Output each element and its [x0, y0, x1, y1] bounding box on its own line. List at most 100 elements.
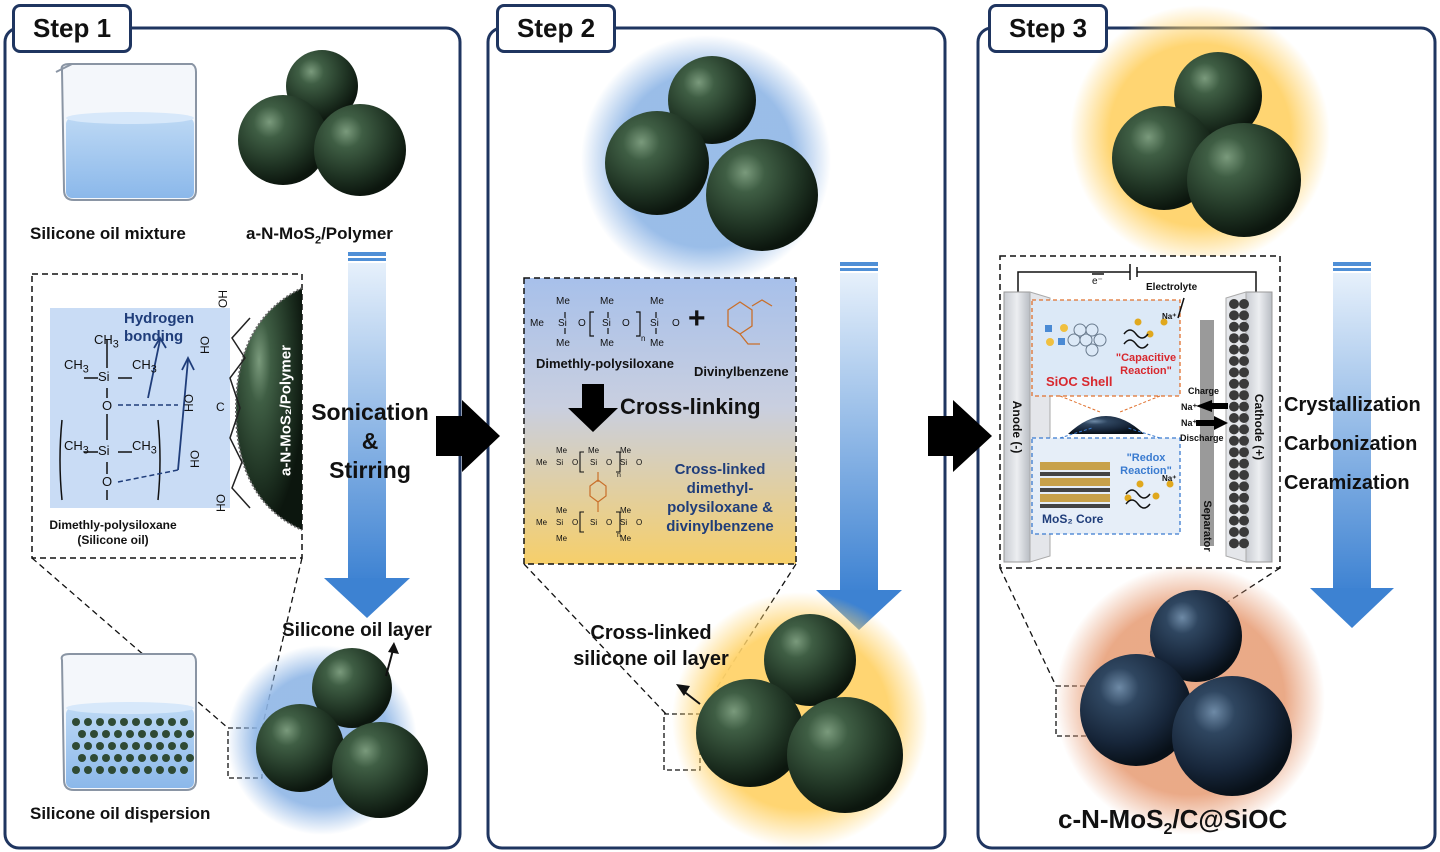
plus-sign: + [688, 302, 706, 335]
crosslinking-arrow [568, 384, 618, 432]
si-1: Si [558, 318, 567, 329]
mos2-layers-icon [1040, 462, 1110, 508]
chem-ho-3: HO [188, 450, 202, 468]
dispersed-particle [90, 730, 98, 738]
dispersed-particle [102, 754, 110, 762]
cathode-particle [1229, 356, 1239, 366]
arrow-step1-to-step2 [436, 400, 500, 472]
me-13: Me [620, 506, 632, 515]
o-6: O [636, 458, 643, 467]
me-16: Me [620, 534, 632, 543]
step3-tab: Step 3 [988, 4, 1109, 53]
na-label-2: Na⁺ [1162, 474, 1177, 483]
dispersed-particle [150, 754, 158, 762]
dispersed-particle [180, 742, 188, 750]
mixture-label: Silicone oil mixture [30, 224, 186, 243]
crosslinking-label: Cross-linking [620, 394, 761, 419]
discharge-arrow [1196, 416, 1228, 430]
dispersed-particle [162, 730, 170, 738]
n-1: n [641, 334, 646, 343]
anode-label: Anode (-) [1010, 400, 1024, 454]
dispersed-particle [180, 718, 188, 726]
cathode-particle [1229, 344, 1239, 355]
si-3: Si [650, 318, 659, 329]
cathode-particle [1229, 538, 1239, 549]
cathode-particle [1229, 527, 1239, 537]
cathode-particle [1239, 344, 1249, 355]
chem-ch3-right: CH3 [132, 357, 157, 376]
cathode-particle [1229, 310, 1239, 321]
particle-dome [1068, 416, 1144, 434]
oil-structure-bonds [59, 340, 161, 501]
me-5: Me [556, 338, 570, 349]
cathode-particle [1239, 504, 1249, 515]
me-8: Me [556, 446, 568, 455]
dispersed-particle [96, 742, 104, 750]
dispersed-particle [102, 730, 110, 738]
me-15: Me [556, 534, 568, 543]
polysiloxane-bonds [564, 311, 657, 337]
me-4: Me [650, 296, 664, 307]
o-4: O [572, 458, 579, 467]
cathode-particle [1239, 458, 1249, 469]
cathode-particle [1239, 299, 1249, 309]
dispersed-particle [108, 766, 116, 774]
me-12: Me [556, 506, 568, 515]
cathode-particle [1239, 390, 1249, 401]
o-5: O [606, 458, 613, 467]
cathode-particle [1239, 435, 1249, 446]
dispersed-particle [96, 718, 104, 726]
chem-ho-2: HO [182, 394, 196, 412]
me-1: Me [556, 296, 570, 307]
si-7: Si [556, 518, 564, 527]
dispersed-particle [114, 730, 122, 738]
polymer-spheres [238, 50, 406, 196]
dispersed-particle [120, 766, 128, 774]
si-8: Si [590, 518, 598, 527]
dispersed-particle [126, 754, 134, 762]
dispersed-particle [168, 718, 176, 726]
process-arrow-step1 [324, 252, 410, 618]
oil-structure-bg [50, 308, 230, 508]
sioc-lattice-icon [1067, 323, 1107, 357]
cathode-label: Cathode (+) [1252, 393, 1266, 461]
dispersed-particle [144, 718, 152, 726]
dispersed-particle [72, 718, 80, 726]
charge-arrow [1196, 400, 1228, 412]
si-5: Si [590, 458, 598, 467]
me-9: Me [588, 446, 600, 455]
chem-si-1: Si [98, 369, 110, 384]
sphere-surface-label: a-N-MoS₂/Polymer [277, 345, 295, 476]
cathode-particle [1229, 413, 1239, 423]
sioc-nodes [1045, 324, 1068, 346]
sonication-stirring-label: Sonication&Stirring [311, 399, 429, 483]
dispersed-particle [84, 718, 92, 726]
o-9: O [636, 518, 643, 527]
dispersed-particle [90, 754, 98, 762]
me-14: Me [536, 518, 548, 527]
coated-spheres-step2-top [581, 35, 831, 285]
crosslink-reaction-box [523, 277, 797, 565]
me-10: Me [620, 446, 632, 455]
o-1: O [578, 318, 586, 329]
dispersed-particle [174, 730, 182, 738]
electrolyte-label: Electrolyte [1146, 282, 1198, 293]
discharge-label: Discharge [1180, 433, 1224, 443]
cathode-particle [1229, 470, 1239, 480]
dispersed-particle [138, 730, 146, 738]
na-label-3: Na⁺ [1181, 402, 1198, 412]
crosslinked-structure [579, 451, 621, 533]
dispersed-particle [114, 754, 122, 762]
chem-c-1: C [216, 400, 225, 414]
cathode-particle [1229, 435, 1239, 446]
coated-spheres-step3-top [1070, 5, 1330, 265]
cathode-particle [1229, 424, 1239, 435]
dispersed-particle [156, 742, 164, 750]
cathode-particle [1229, 299, 1239, 309]
divinylbenzene-structure [727, 299, 773, 345]
chem-o-2: O [102, 474, 113, 489]
cathode-particle [1229, 333, 1239, 344]
